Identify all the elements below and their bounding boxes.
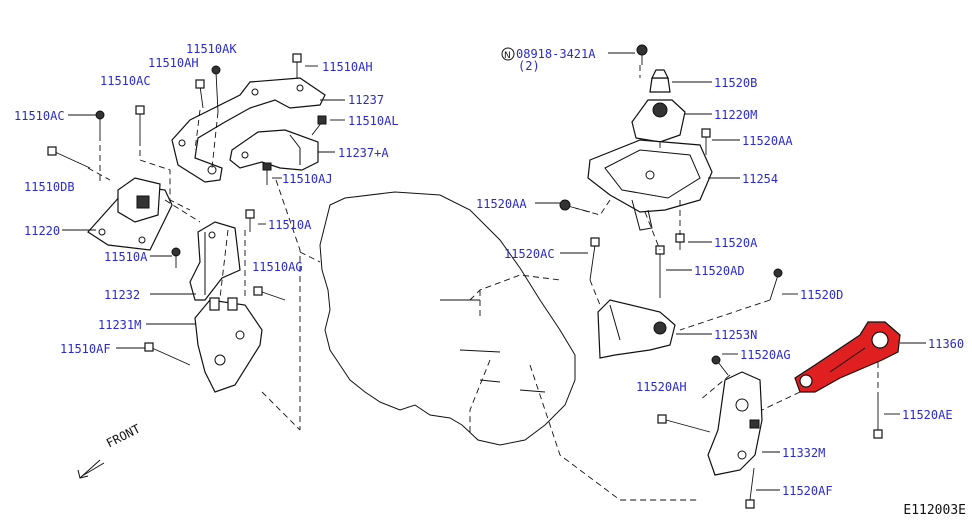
label-11520a[interactable]: 11520A bbox=[714, 236, 758, 250]
label-11510a-right[interactable]: 11510A bbox=[268, 218, 312, 232]
label-11520ad[interactable]: 11520AD bbox=[694, 264, 745, 278]
label-11520aa-right[interactable]: 11520AA bbox=[742, 134, 793, 148]
label-11510db[interactable]: 11510DB bbox=[24, 180, 75, 194]
label-11520ah[interactable]: 11520AH bbox=[636, 380, 687, 394]
part-11360 bbox=[794, 321, 901, 393]
label-11520aa-left[interactable]: 11520AA bbox=[476, 197, 527, 211]
label-11510ah-left[interactable]: 11510AH bbox=[148, 56, 199, 70]
label-11520ag[interactable]: 11520AG bbox=[740, 348, 791, 362]
diagram-code: E11200​3E bbox=[903, 503, 966, 518]
engine-outline bbox=[319, 191, 576, 446]
label-11254[interactable]: 11254 bbox=[742, 172, 779, 186]
label-qty-2: (2) bbox=[518, 59, 540, 73]
part-11237-a bbox=[229, 129, 319, 171]
label-11510ah-right[interactable]: 11510AH bbox=[322, 60, 373, 74]
label-11520b[interactable]: 11520B bbox=[714, 76, 758, 90]
part-11254 bbox=[587, 139, 713, 231]
part-11231m bbox=[194, 297, 263, 393]
part-11332m bbox=[707, 371, 763, 476]
part-11220 bbox=[87, 177, 173, 251]
label-11520ae[interactable]: 11520AE bbox=[902, 408, 953, 422]
label-11360[interactable]: 11360 bbox=[928, 337, 965, 351]
label-11510ac-top[interactable]: 11510AC bbox=[100, 74, 151, 88]
label-11220[interactable]: 11220 bbox=[24, 224, 61, 238]
front-arrow-icon bbox=[77, 459, 105, 479]
label-11237-a[interactable]: 11237+A bbox=[338, 146, 389, 160]
label-08918-3421a[interactable]: 08918-3421A bbox=[516, 47, 596, 61]
label-11231m[interactable]: 11231M bbox=[98, 318, 142, 332]
label-11253n[interactable]: 11253N bbox=[714, 328, 758, 342]
label-11510ac-left[interactable]: 11510AC bbox=[14, 109, 65, 123]
label-11510ak[interactable]: 11510AK bbox=[186, 42, 237, 56]
label-11232[interactable]: 11232 bbox=[104, 288, 141, 302]
label-11510ag[interactable]: 11510AG bbox=[252, 260, 303, 274]
nut-symbol-icon bbox=[501, 47, 515, 61]
label-11510a-left[interactable]: 11510A bbox=[104, 250, 148, 264]
label-11520d[interactable]: 11520D bbox=[800, 288, 844, 302]
assembly-lines bbox=[87, 65, 879, 431]
part-11232 bbox=[189, 221, 241, 301]
label-11237[interactable]: 11237 bbox=[348, 93, 385, 107]
label-11510al[interactable]: 11510AL bbox=[348, 114, 399, 128]
part-11253n bbox=[597, 299, 676, 359]
label-11520ac[interactable]: 11520AC bbox=[504, 247, 555, 261]
svg-text:N: N bbox=[504, 51, 511, 61]
label-11332m[interactable]: 11332M bbox=[782, 446, 826, 460]
label-11220m[interactable]: 11220M bbox=[714, 108, 758, 122]
label-11510af[interactable]: 11510AF bbox=[60, 342, 111, 356]
label-11510aj[interactable]: 11510AJ bbox=[282, 172, 333, 186]
leader-lines bbox=[62, 52, 926, 491]
label-11520af[interactable]: 11520AF bbox=[782, 484, 833, 498]
part-11220m bbox=[631, 69, 686, 143]
